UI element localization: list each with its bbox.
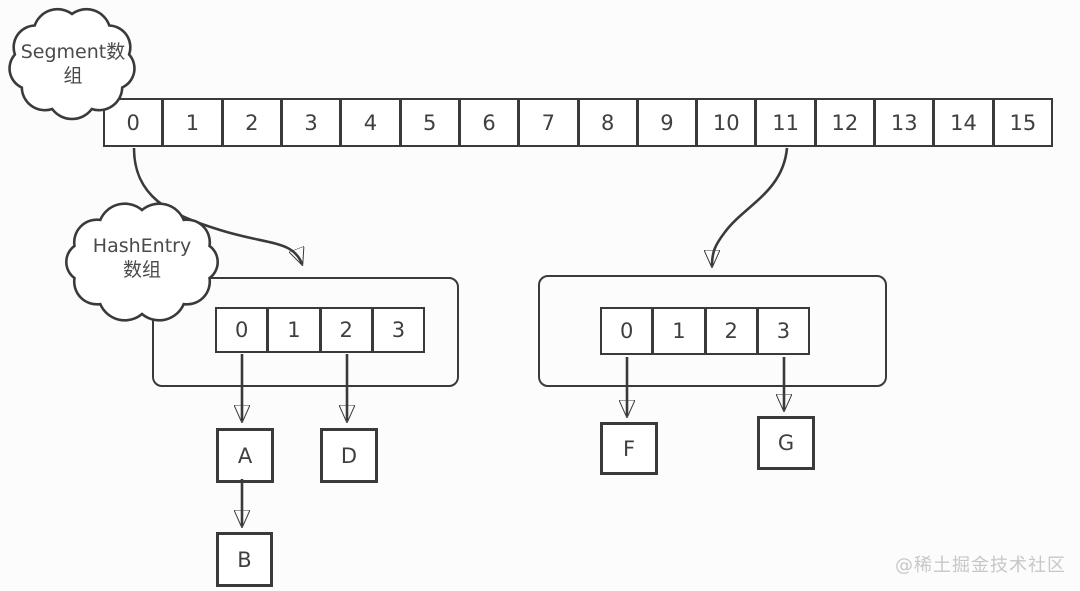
segment-array-cell: 12 xyxy=(814,98,876,147)
watermark: @稀土掘金技术社区 xyxy=(895,555,1066,576)
left-hashentry-bucket xyxy=(152,277,459,387)
segment-array-cell: 6 xyxy=(458,98,520,147)
segment-cloud-label-line1: Segment数 xyxy=(20,41,126,63)
left-hashentry-array-cell: 2 xyxy=(319,307,373,353)
left-hashentry-array-cell: 3 xyxy=(371,307,425,353)
right-hashentry-array-cell: 2 xyxy=(704,307,758,355)
segment-array-cell: 14 xyxy=(933,98,994,147)
segment-array-cell: 4 xyxy=(340,98,401,147)
right-hashentry-array-cell: 3 xyxy=(756,307,810,355)
segment-array-cell: 7 xyxy=(518,98,579,147)
left-hashentry-array-cell: 1 xyxy=(267,307,321,353)
segment-array-cell: 5 xyxy=(399,98,460,147)
segment-array-cell: 0 xyxy=(103,98,164,147)
right-hashentry-bucket xyxy=(538,275,887,387)
node-D: D xyxy=(320,428,378,483)
segment-array-cell: 15 xyxy=(992,98,1053,147)
node-G: G xyxy=(757,416,815,470)
hashentry-cloud-label: HashEntry 数组 xyxy=(72,234,212,282)
node-F: F xyxy=(600,422,658,475)
segment-array-cell: 8 xyxy=(577,98,638,147)
left-hashentry-array-cell: 0 xyxy=(215,307,269,353)
node-B: B xyxy=(216,532,273,587)
segment-array-cell: 13 xyxy=(874,98,935,147)
node-A: A xyxy=(216,428,274,483)
segment-array-cell: 3 xyxy=(280,98,342,147)
segment-cloud-label: Segment数 组 xyxy=(14,40,132,88)
segment-array-cell: 10 xyxy=(696,98,757,147)
right-hashentry-array-cell: 0 xyxy=(600,307,654,355)
segment-cloud-label-line2: 组 xyxy=(63,65,83,87)
hashentry-cloud-label-line1: HashEntry xyxy=(92,235,192,257)
arrow-segment11-to-right-bucket xyxy=(712,147,789,266)
hashentry-cloud-label-line2: 数组 xyxy=(122,259,161,281)
segment-array-cell: 2 xyxy=(221,98,282,147)
right-hashentry-array-cell: 1 xyxy=(652,307,706,355)
segment-array-cell: 11 xyxy=(755,98,816,147)
segment-array-cell: 9 xyxy=(636,98,698,147)
segment-array-cell: 1 xyxy=(162,98,223,147)
